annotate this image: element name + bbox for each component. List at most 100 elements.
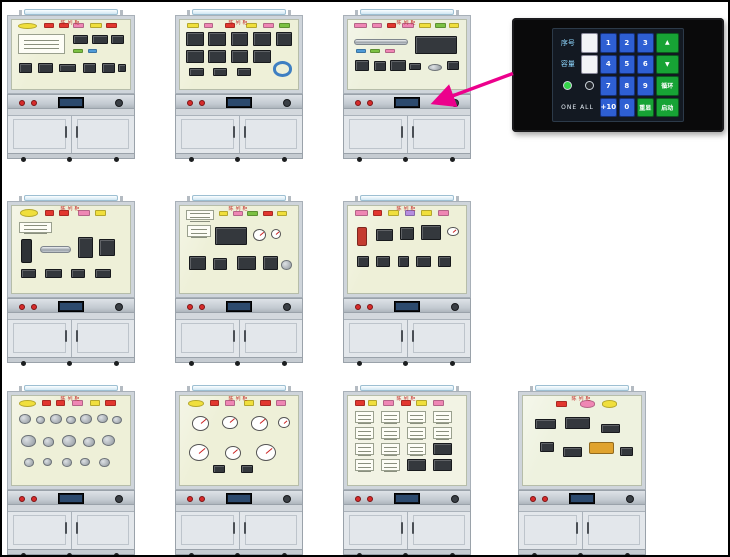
label-chip [262,211,274,217]
board-title: 陈列柜 [396,396,418,402]
caster-wheel [356,157,362,162]
label-chip [73,23,84,29]
component-photo [92,35,108,45]
caster-wheel [624,553,630,555]
speaker-grille [282,99,291,107]
lcd-display [396,495,419,502]
metal-part [99,458,110,468]
component-photo [447,61,459,71]
component-photo [432,443,452,455]
label-chip [260,400,271,406]
lcd-display [396,99,419,106]
caster-wheel [20,157,26,162]
key-0: 0 [618,97,636,117]
power-button [30,496,37,502]
label-chip [355,400,365,406]
metal-part [428,64,443,72]
cabinet-door-left [519,511,583,549]
label-chip [384,48,396,54]
cabinet-door-left [176,511,240,549]
info-card [17,33,66,55]
label-chip [19,399,36,407]
counter-top [7,94,135,109]
cabinet-doors [343,313,471,358]
door-handle [75,125,78,138]
lamp-tube [359,385,455,391]
info-card [19,221,53,233]
label-chip [72,400,83,406]
component-photo [208,50,226,64]
metal-part [61,435,76,447]
function-key: ▼ [655,54,679,74]
component-photo [357,256,370,267]
cabinet-door-left [8,115,72,153]
door-handle [232,329,235,342]
cabinet-base [175,154,303,162]
fluorescent-lamp [7,193,135,201]
key-3: 3 [637,33,654,53]
lcd-screen [226,301,253,312]
gauge-dial [224,445,242,461]
component-photo [71,268,86,279]
label-chip [203,23,214,29]
speaker-grille [282,303,291,311]
cabinet-door-left [176,319,240,357]
component-photo [415,35,457,55]
cabinet-door-left [8,319,72,357]
label-chip [402,23,415,29]
label-chip [279,23,290,29]
caster-wheel [403,553,409,555]
cabinet-door-left [344,115,408,153]
label-chip [59,210,69,217]
door-handle [411,521,414,534]
power-button [30,304,37,310]
label-chip [372,210,383,217]
power-button [187,100,194,106]
lcd-display [60,495,83,502]
display-board: 陈列柜 [347,19,467,90]
caster-wheel [113,361,119,366]
keypad-label: 序号 [560,38,575,47]
gauge-dial [191,415,210,431]
cabinet-base [175,550,303,555]
label-chip [371,23,383,29]
metal-part [19,413,31,424]
component-photo [19,62,33,74]
caster-wheel [235,157,241,162]
cabinet-doors [518,505,646,550]
info-card [185,210,215,220]
shaft-component [40,246,71,253]
power-button [187,304,194,310]
component-photo [185,50,204,64]
caster-wheel [281,157,287,162]
caster-wheel [20,553,26,555]
component-photo [99,239,115,257]
display-board: 陈列柜 [11,205,131,294]
function-key: ▲ [655,33,679,53]
label-chip [416,400,428,406]
cabinet-door-right [583,511,646,549]
display-case: 陈列柜 [7,391,135,490]
door-handle [75,521,78,534]
speaker-grille [282,495,291,503]
keypad-label: 容量 [560,60,575,69]
key-5: 5 [618,54,636,74]
display-case: 陈列柜 [175,201,303,298]
cabinet-door-right [72,511,135,549]
key-9: 9 [637,76,654,96]
info-card [381,443,400,455]
door-handle [232,521,235,534]
power-button [198,304,205,310]
component-photo [357,226,367,246]
cabinet-doors [343,505,471,550]
metal-part [23,458,35,468]
speaker-grille [450,303,459,311]
door-handle [411,329,414,342]
lamp-tube [191,195,287,201]
component-photo [376,256,391,267]
label-chip [73,48,83,54]
cabinet-door-right [240,511,303,549]
board-title: 陈列柜 [228,396,250,402]
